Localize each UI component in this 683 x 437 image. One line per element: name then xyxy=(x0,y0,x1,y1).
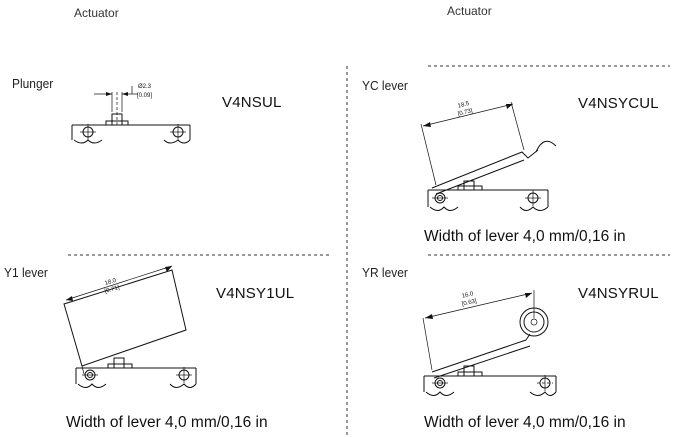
yr-dim-main: 16.0 xyxy=(461,291,474,300)
lever-width-note-y1: Width of lever 4,0 mm/0,16 in xyxy=(66,414,268,431)
category-label-plunger: Plunger xyxy=(12,76,54,91)
category-label-yr-lever: YR lever xyxy=(362,265,408,280)
yc-lever-drawing: 18.5 [0.73] xyxy=(420,101,557,211)
actuator-header-left: Actuator xyxy=(74,6,119,20)
model-label-plunger: V4NSUL xyxy=(222,94,282,111)
model-label-y1-lever: V4NSY1UL xyxy=(216,285,295,302)
lever-width-note-yc: Width of lever 4,0 mm/0,16 in xyxy=(424,228,626,245)
y1-dim-sub: [0.71] xyxy=(104,285,120,295)
category-label-y1-lever: Y1 lever xyxy=(4,265,48,280)
yc-dim-main: 18.5 xyxy=(457,101,470,110)
yr-dim-sub: [0.63] xyxy=(461,298,477,307)
category-label-yc-lever: YC lever xyxy=(362,78,408,93)
model-label-yc-lever: V4NSYCUL xyxy=(578,95,659,112)
model-label-yr-lever: V4NSYRUL xyxy=(578,285,659,302)
y1-lever-drawing: 18.0 [0.71] xyxy=(63,265,197,388)
yc-dim-sub: [0.73] xyxy=(457,108,473,118)
lever-width-note-yr: Width of lever 4,0 mm/0,16 in xyxy=(424,414,626,431)
actuator-header-right: Actuator xyxy=(447,4,492,18)
plunger-dim-main: Ø2.3 xyxy=(138,84,152,90)
plunger-drawing: Ø2.3 [0.09] xyxy=(71,84,191,144)
yr-lever-drawing: 16.0 [0.63] xyxy=(422,290,557,396)
plunger-dim-sub: [0.09] xyxy=(137,93,152,99)
y1-dim-main: 18.0 xyxy=(104,278,118,287)
